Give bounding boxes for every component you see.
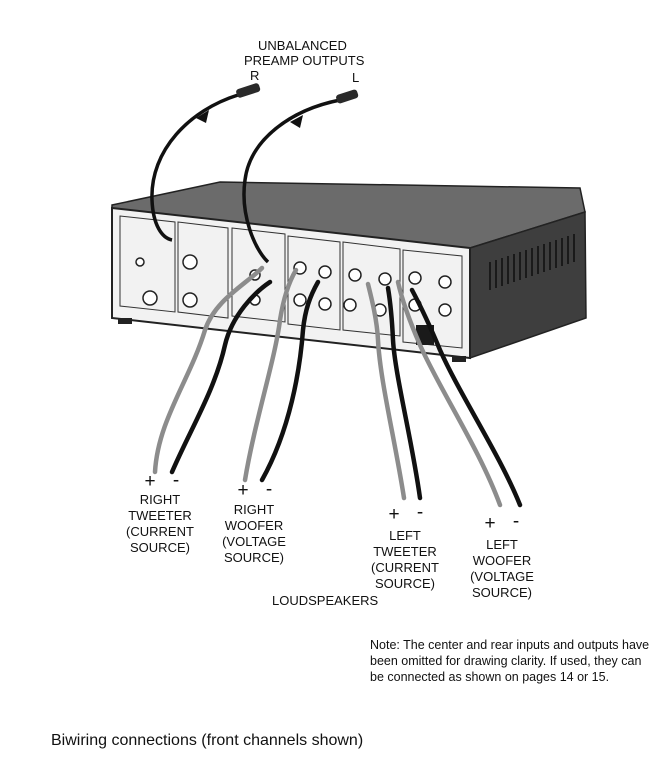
plus-sign: + <box>388 504 399 525</box>
left-rca-plug <box>336 89 359 104</box>
rca-plugs <box>236 83 359 104</box>
label-line: (VOLTAGE <box>470 569 534 584</box>
preamp-cables <box>150 93 341 264</box>
cable-direction-arrows <box>196 110 303 128</box>
loudspeakers-label: LOUDSPEAKERS <box>272 593 379 608</box>
plus-sign: + <box>484 513 495 534</box>
left-tweeter-label: + - LEFT TWEETER (CURRENT SOURCE) <box>371 502 439 591</box>
label-line: TWEETER <box>128 508 192 523</box>
label-line: (CURRENT <box>371 560 439 575</box>
minus-sign: - <box>417 502 423 523</box>
right-tweeter-label: + - RIGHT TWEETER (CURRENT SOURCE) <box>126 470 194 555</box>
speaker-wires <box>152 265 523 508</box>
left-woofer-plus-wire <box>395 279 503 508</box>
right-tweeter-plus-wire <box>152 265 265 475</box>
plus-sign: + <box>144 471 155 492</box>
amplifier <box>111 181 587 362</box>
minus-sign: - <box>513 511 519 532</box>
label-line: (CURRENT <box>126 524 194 539</box>
right-woofer-minus-wire <box>259 279 321 483</box>
right-rca-plug <box>236 83 261 98</box>
label-line: RIGHT <box>234 502 275 517</box>
preamp-right-label: R <box>250 68 259 83</box>
label-line: LEFT <box>486 537 518 552</box>
panel-connectors <box>135 254 452 317</box>
label-line: SOURCE) <box>224 550 284 565</box>
preamp-title-line2: PREAMP OUTPUTS <box>244 53 365 68</box>
arrow-icon <box>290 115 303 128</box>
label-line: SOURCE) <box>472 585 532 600</box>
note-text: Note: The center and rear inputs and out… <box>370 638 650 684</box>
preamp-left-label: L <box>352 70 359 85</box>
left-woofer-label: + - LEFT WOOFER (VOLTAGE SOURCE) <box>470 511 534 600</box>
left-tweeter-plus-wire <box>365 281 407 501</box>
amplifier-foot <box>452 356 466 362</box>
label-line: RIGHT <box>140 492 181 507</box>
label-line: LEFT <box>389 528 421 543</box>
label-line: SOURCE) <box>375 576 435 591</box>
right-interconnect-cable <box>150 93 239 242</box>
minus-sign: - <box>266 479 272 500</box>
label-line: WOOFER <box>473 553 532 568</box>
figure-caption: Biwiring connections (front channels sho… <box>51 732 364 749</box>
minus-sign: - <box>173 470 179 491</box>
plus-sign: + <box>237 480 248 501</box>
left-woofer-minus-wire <box>409 287 523 508</box>
right-woofer-label: + - RIGHT WOOFER (VOLTAGE SOURCE) <box>222 479 286 565</box>
right-tweeter-minus-wire <box>169 279 273 475</box>
label-line: SOURCE) <box>130 540 190 555</box>
right-woofer-plus-wire <box>242 267 299 483</box>
label-line: TWEETER <box>373 544 437 559</box>
left-interconnect-cable <box>242 98 341 264</box>
preamp-title-line1: UNBALANCED <box>258 38 347 53</box>
arrow-icon <box>196 110 209 123</box>
side-vents <box>489 234 575 290</box>
label-line: WOOFER <box>225 518 284 533</box>
left-tweeter-minus-wire <box>385 285 423 501</box>
amplifier-foot <box>118 318 132 324</box>
label-line: (VOLTAGE <box>222 534 286 549</box>
